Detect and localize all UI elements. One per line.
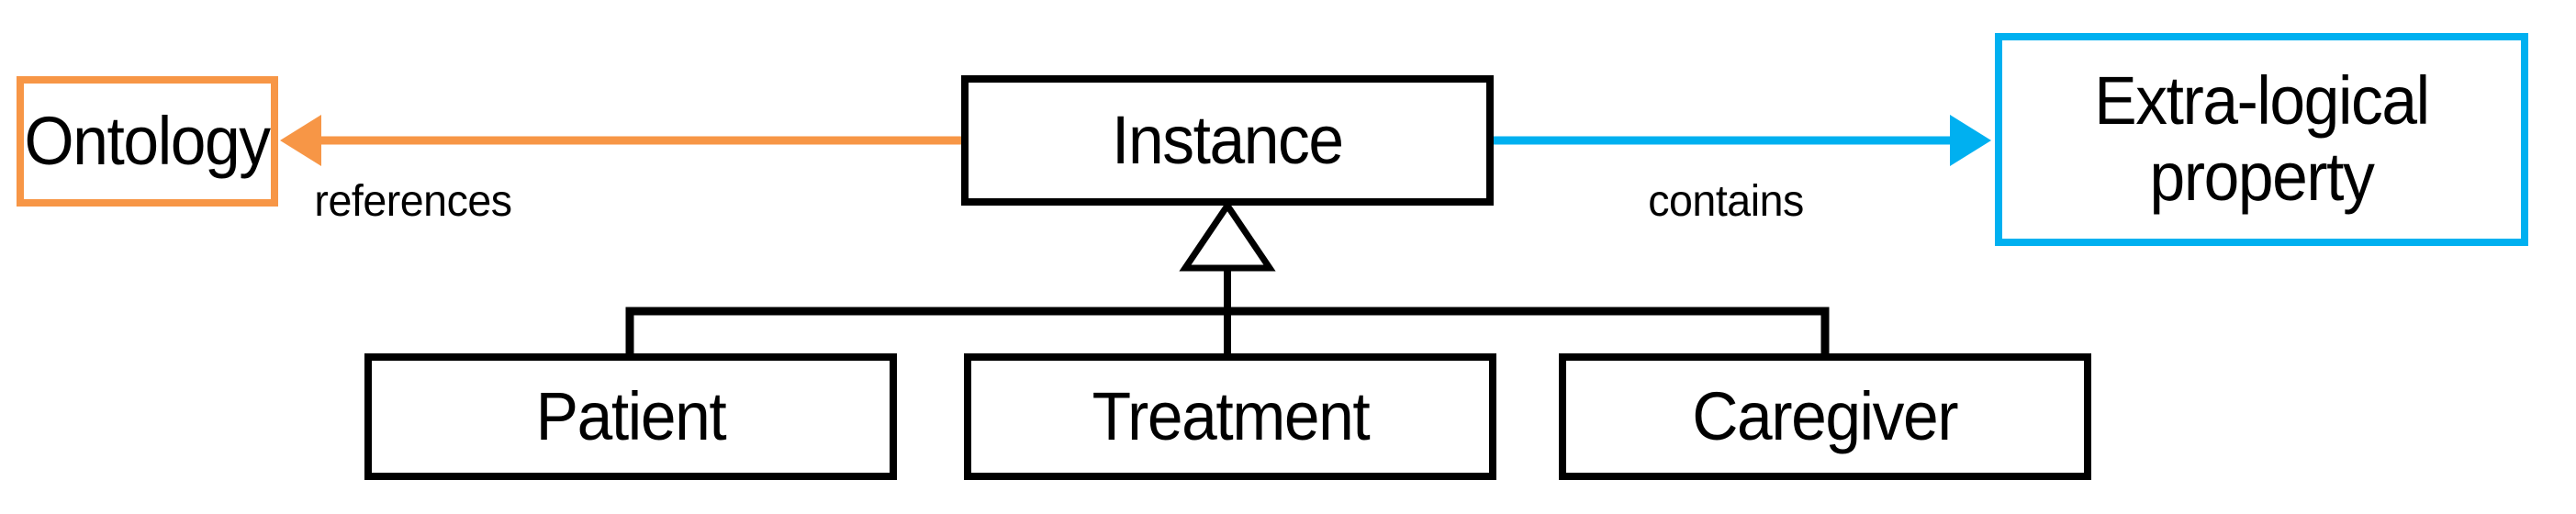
- node-ontology-label: Ontology: [24, 102, 272, 179]
- node-treatment-label: Treatment: [1092, 377, 1370, 454]
- node-patient-label: Patient: [535, 377, 727, 454]
- inheritance-branch-connector: [625, 307, 1830, 353]
- node-instance: Instance: [961, 75, 1494, 206]
- node-treatment: Treatment: [964, 353, 1496, 480]
- references-arrowhead-icon: [280, 115, 321, 166]
- node-extra-logical-property-label: Extra-logical property: [2094, 62, 2430, 215]
- node-extra-logical-property: Extra-logical property: [1995, 33, 2528, 246]
- node-caregiver-label: Caregiver: [1692, 377, 1959, 454]
- references-edge-label: references: [314, 177, 512, 226]
- contains-edge-label: contains: [1648, 177, 1804, 226]
- generalization-triangle-icon: [1179, 199, 1276, 272]
- node-ontology: Ontology: [17, 76, 278, 207]
- node-patient: Patient: [364, 353, 897, 480]
- node-caregiver: Caregiver: [1559, 353, 2091, 480]
- node-instance-label: Instance: [1112, 101, 1344, 178]
- contains-arrowhead-icon: [1950, 115, 1991, 166]
